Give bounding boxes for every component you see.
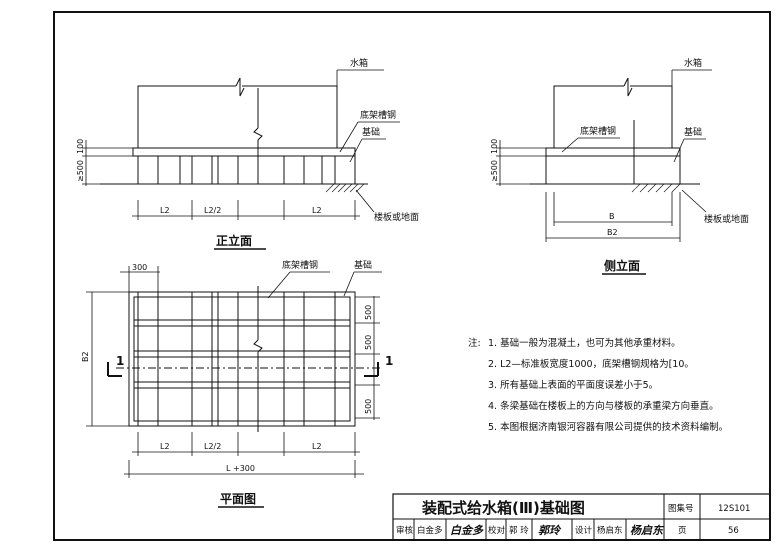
plan-section-left: 1 [116, 354, 124, 368]
front-label-base: 基础 [362, 126, 380, 138]
front-dim-l2-right: L2 [312, 206, 322, 215]
note-1: 1. 基础一般为混凝土，也可为其他承重材料。 [488, 337, 681, 349]
front-label-floor: 楼板或地面 [374, 211, 419, 223]
review-signature: 白金多 [450, 524, 484, 537]
note-4: 4. 条梁基础在楼板上的方向与楼板的承重梁方向垂直。 [488, 400, 719, 412]
side-dim-b: B [609, 212, 615, 221]
front-label-channel: 底架槽钢 [360, 109, 396, 121]
plan-dim-b2: B2 [81, 351, 90, 362]
side-label-channel: 底架槽钢 [580, 125, 616, 137]
check-signature: 郭玲 [538, 524, 562, 537]
front-dim-l2-half: L2/2 [204, 206, 221, 215]
side-label-tank: 水箱 [684, 57, 702, 69]
plan-dim-l2-half: L2/2 [204, 442, 221, 451]
drawing-title: 装配式给水箱(Ⅲ)基础图 [421, 499, 585, 517]
sheet-border [53, 11, 771, 541]
design-signature: 杨启东 [630, 524, 665, 537]
front-dim-100: 100 [76, 139, 85, 154]
plan-section-right: 1 [385, 354, 393, 368]
plan-dim-500-3: 500 [364, 399, 373, 414]
notes-prefix: 注: [468, 337, 481, 349]
review-name: 白金多 [417, 525, 443, 536]
atlas-label: 图集号 [668, 503, 694, 514]
plan-label-channel: 底架槽钢 [282, 259, 318, 271]
front-elevation: 100 ≥500 L2 L2/2 L2 水箱 底架槽钢 基础 楼板或地面 正立面 [76, 57, 419, 250]
plan-view-title: 平面图 [220, 492, 256, 506]
plan-view: 1 1 300 B2 500 500 500 L2 L2/2 L2 L [81, 259, 393, 508]
notes: 注: 1. 基础一般为混凝土，也可为其他承重材料。 2. L2—标准板宽度100… [468, 337, 728, 433]
title-block: 装配式给水箱(Ⅲ)基础图 图集号 12S101 审核 白金多 白金多 校对 郭 … [392, 493, 771, 541]
plan-dim-total: L +300 [226, 464, 255, 473]
note-3: 3. 所有基础上表面的平面度误差小于5。 [488, 379, 658, 391]
note-5: 5. 本图根据济南银河容器有限公司提供的技术资料编制。 [488, 421, 728, 433]
front-dim-l2-left: L2 [160, 206, 170, 215]
atlas-number: 12S101 [718, 504, 750, 514]
side-elevation: 100 ≥500 B B2 水箱 底架槽钢 基础 楼板或地面 侧立面 [490, 57, 749, 275]
plan-label-base: 基础 [354, 259, 372, 271]
design-name: 杨启东 [597, 525, 623, 536]
plan-dim-l2-right: L2 [312, 442, 322, 451]
note-2: 2. L2—标准板宽度1000，底架槽钢规格为[10。 [488, 358, 694, 370]
page-label: 页 [678, 526, 687, 536]
side-label-base: 基础 [684, 126, 702, 138]
front-label-tank: 水箱 [350, 57, 368, 69]
side-view-title: 侧立面 [604, 258, 640, 273]
side-dim-500: ≥500 [490, 160, 499, 182]
plan-dim-500-1: 500 [364, 305, 373, 320]
plan-dim-300: 300 [132, 263, 147, 272]
side-label-floor: 楼板或地面 [704, 213, 749, 225]
design-label: 设计 [575, 525, 593, 536]
check-label: 校对 [488, 525, 506, 536]
plan-dim-l2-left: L2 [160, 442, 170, 451]
review-label: 审核 [396, 525, 414, 536]
plan-dim-500-2: 500 [364, 335, 373, 350]
front-dim-500: ≥500 [76, 160, 85, 182]
front-view-title: 正立面 [216, 233, 252, 248]
check-name: 郭 玲 [509, 525, 529, 536]
side-dim-b2: B2 [607, 228, 618, 237]
page-number: 56 [728, 526, 739, 536]
side-dim-100: 100 [490, 139, 499, 154]
